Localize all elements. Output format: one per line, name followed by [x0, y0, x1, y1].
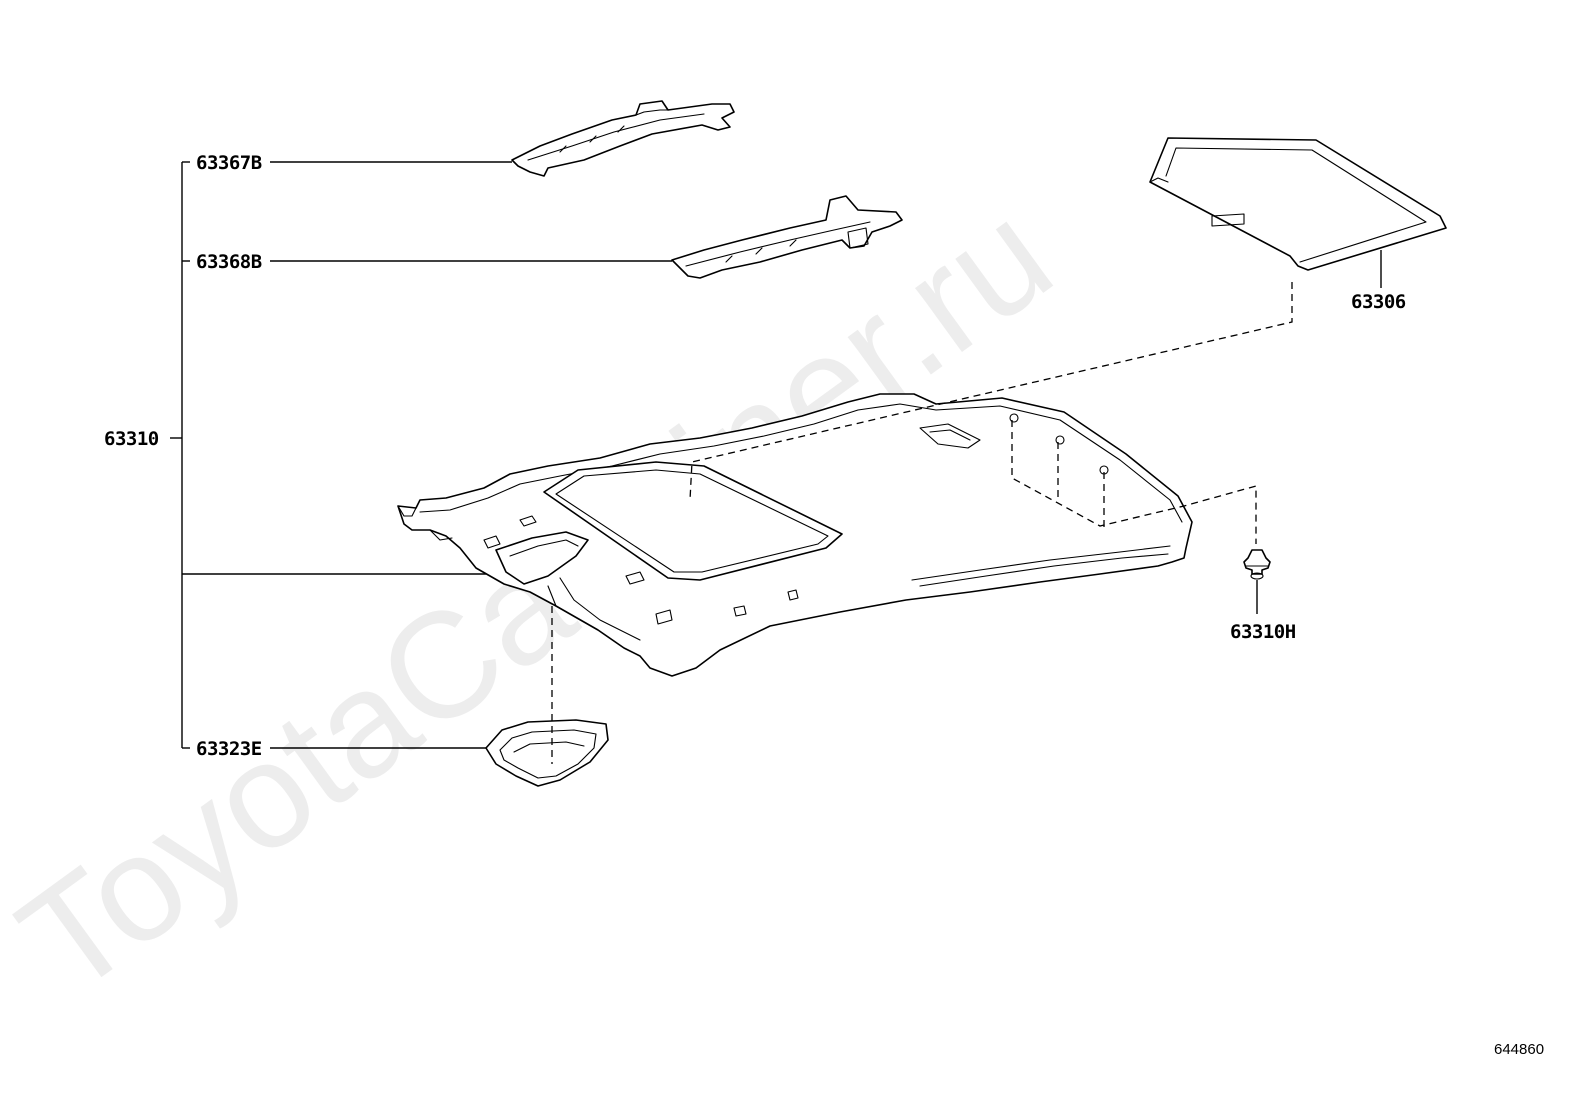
label-63368b: 63368B [196, 251, 262, 273]
bracket-63368b [671, 195, 903, 279]
bracket-63367b [511, 100, 735, 177]
diagram-ref-number: 644860 [1494, 1041, 1544, 1058]
leader-lines [170, 161, 1382, 749]
label-63323e: 63323E [196, 738, 262, 760]
label-63367b: 63367B [196, 152, 262, 174]
label-63310: 63310 [104, 428, 159, 450]
label-63310h: 63310H [1230, 621, 1296, 643]
headliner-63310 [397, 393, 1193, 677]
dashed-assembly-lines [551, 282, 1293, 764]
label-63306: 63306 [1351, 291, 1406, 313]
sunshade-panel-63306 [1149, 137, 1447, 271]
lamp-frame-63323e [485, 719, 609, 787]
clip-63310h [1243, 549, 1271, 580]
